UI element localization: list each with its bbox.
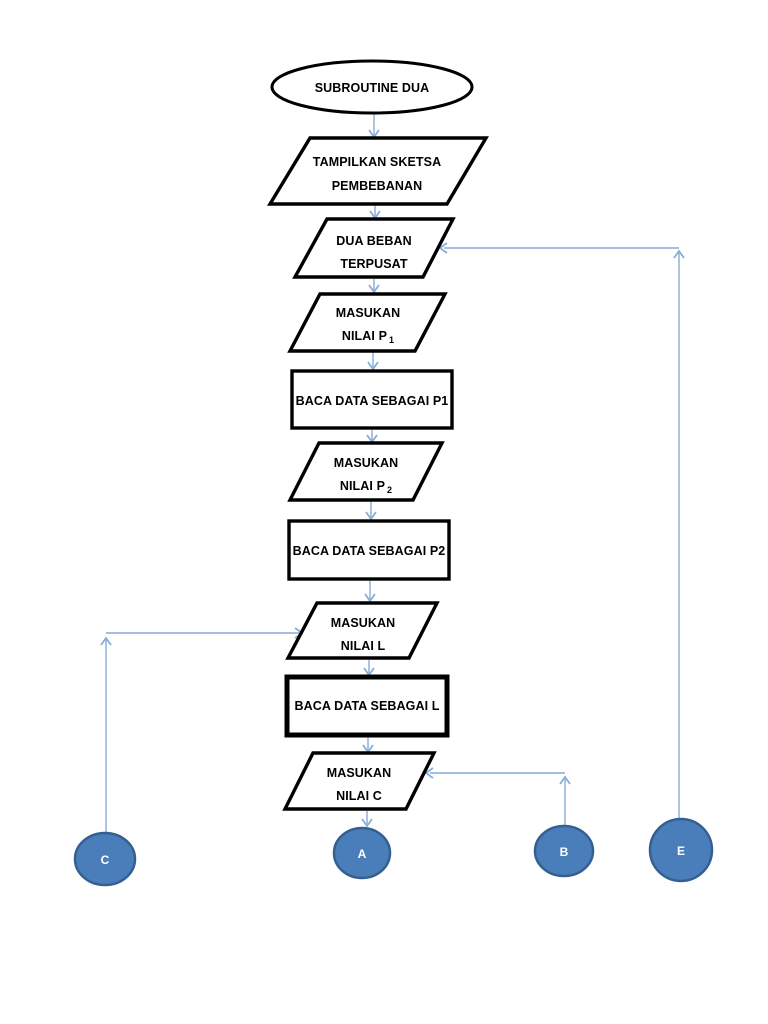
- node-masukanl-io: [285, 601, 440, 660]
- node-masukanc-label-line1: MASUKAN: [327, 766, 392, 780]
- node-duabeban-label-line2: TERPUSAT: [340, 257, 408, 271]
- node-masukanp2-io: [287, 441, 445, 502]
- node-masukanl-label-line1: MASUKAN: [331, 616, 396, 630]
- node-duabeban-io: [292, 217, 456, 279]
- node-tampilkan-label-line2: PEMBEBANAN: [332, 179, 423, 193]
- node-duabeban-label-line1: DUA BEBAN: [336, 234, 411, 248]
- node-bacap2-process: [287, 519, 451, 581]
- arrow-masukanc-to-a: [361, 811, 373, 828]
- arrow-tampilkan-to-duabeban: [369, 205, 381, 220]
- arrow-bacap1-to-masukanp2: [366, 430, 378, 444]
- arrow-e-to-duabeban: [438, 242, 685, 818]
- node-tampilkan-label-line1: TAMPILKAN SKETSA: [313, 155, 441, 169]
- offpage-connector-a-label: A: [358, 847, 367, 861]
- node-masukanp1-label-line1: MASUKAN: [336, 306, 401, 320]
- node-bacap1-label: BACA DATA SEBAGAI P1: [296, 394, 449, 408]
- node-masukanp2-label-line1: MASUKAN: [334, 456, 399, 470]
- node-masukanp1-io: [287, 292, 448, 353]
- offpage-connector-e: [648, 817, 714, 883]
- node-start-terminator: [270, 59, 474, 115]
- node-bacap1-process: [290, 369, 454, 430]
- arrow-duabeban-to-masukanp1: [368, 279, 380, 294]
- offpage-connector-e-label: E: [677, 844, 685, 858]
- arrow-b-to-masukanc: [424, 767, 571, 825]
- node-masukanc-label-line2: NILAI C: [336, 789, 382, 803]
- node-masukanc-io: [282, 751, 437, 811]
- offpage-connector-b: [533, 824, 595, 878]
- offpage-connector-c-label: C: [101, 853, 110, 867]
- arrow-c-to-masukanl: [100, 627, 304, 833]
- arrow-bacal-to-masukanc: [362, 737, 374, 754]
- offpage-connector-c: [73, 831, 137, 887]
- offpage-connector-a: [332, 826, 392, 880]
- node-masukanl-label-line2: NILAI L: [341, 639, 386, 653]
- node-bacal-process: [284, 674, 450, 738]
- arrow-start-to-tampilkan: [368, 114, 380, 139]
- arrow-masukanl-to-bacal: [363, 660, 375, 677]
- offpage-connector-b-label: B: [560, 845, 569, 859]
- node-bacap2-label: BACA DATA SEBAGAI P2: [293, 544, 446, 558]
- arrow-bacap2-to-masukanl: [364, 580, 376, 603]
- arrow-masukanp2-to-bacap2: [365, 501, 377, 521]
- node-bacal-label: BACA DATA SEBAGAI L: [295, 699, 440, 713]
- node-start-label: SUBROUTINE DUA: [315, 81, 430, 95]
- node-tampilkan-io: [266, 136, 489, 206]
- arrow-masukanp1-to-bacap1: [367, 352, 379, 371]
